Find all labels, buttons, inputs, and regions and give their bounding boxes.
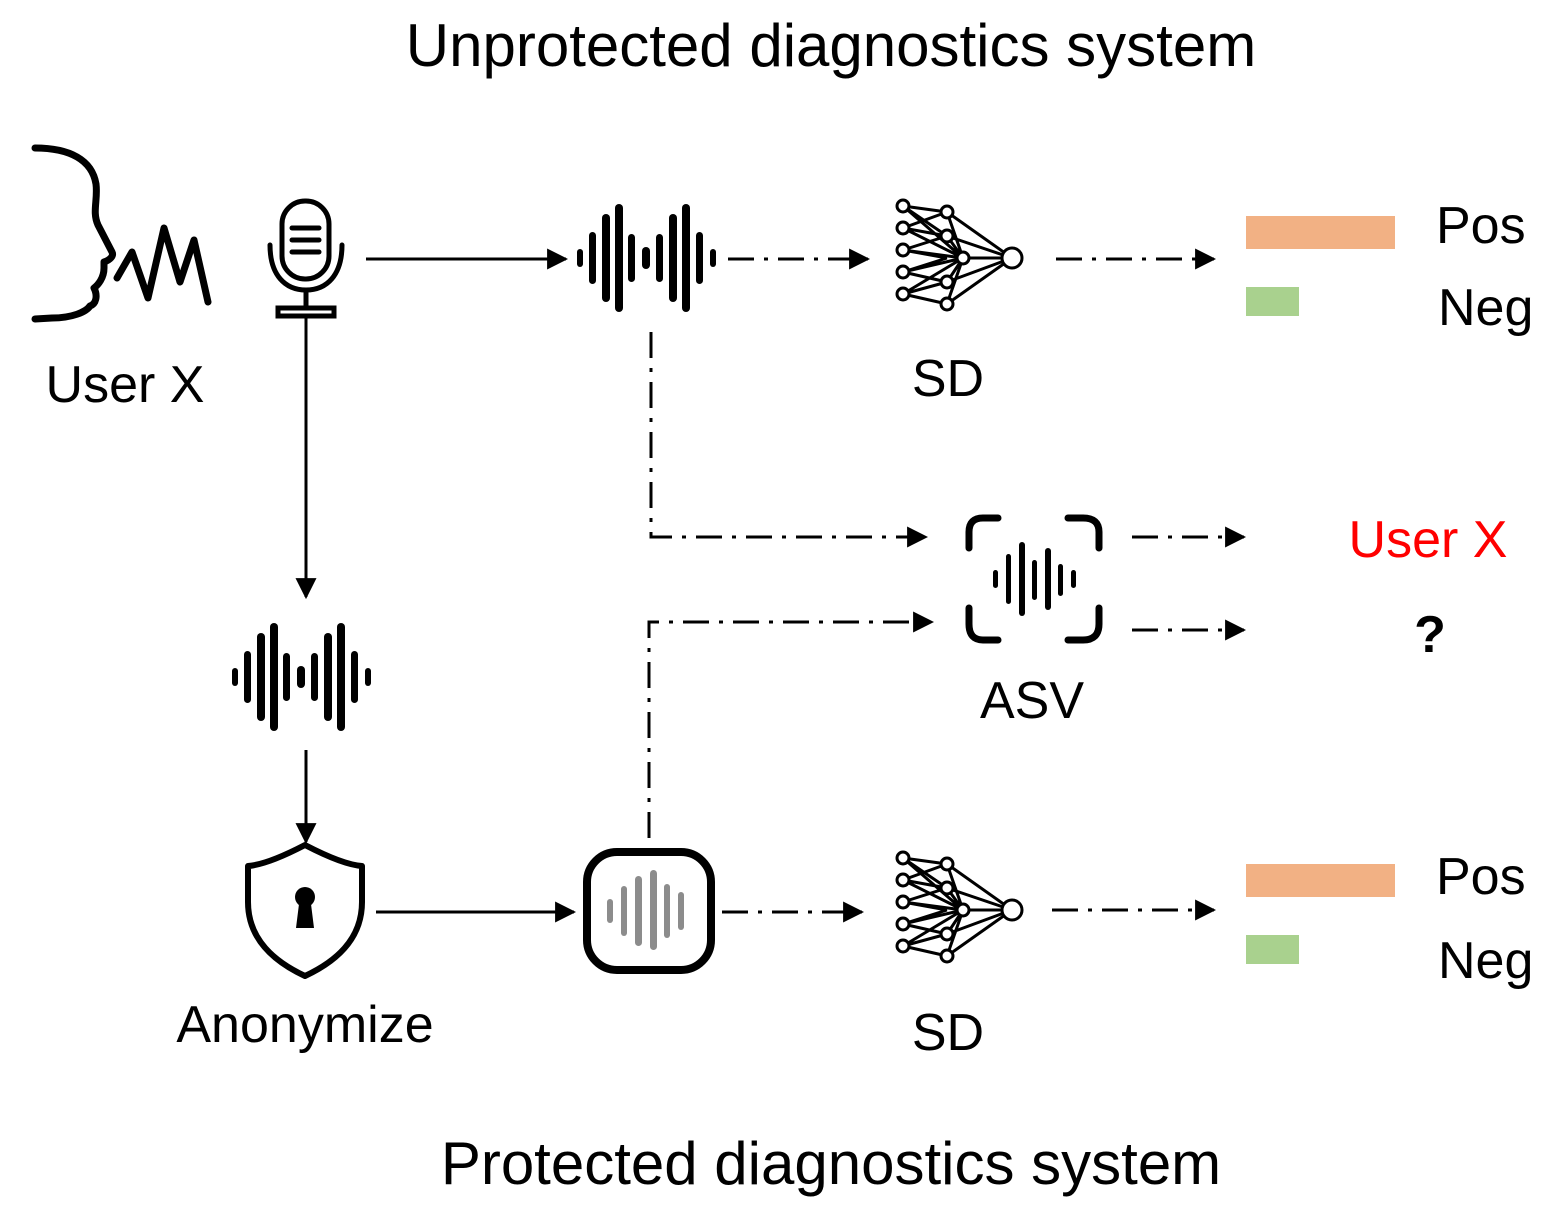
unknown-user-label: ? (1414, 606, 1446, 664)
neural-network-top-icon (895, 198, 1024, 312)
speaking-head-icon (31, 144, 212, 323)
voice-scan-icon (965, 514, 1103, 644)
neural-network-bottom-icon (895, 850, 1024, 964)
neg-bar-bottom (1246, 935, 1299, 964)
user-x-label: User X (46, 356, 205, 414)
microphone-icon (267, 198, 345, 319)
shield-lock-icon (245, 842, 365, 979)
bottom-title: Protected diagnostics system (441, 1130, 1221, 1197)
anonymized-waveform-icon (583, 848, 715, 974)
pos-bar-top (1246, 216, 1395, 249)
pos-label-bottom: Pos (1436, 848, 1526, 906)
neg-bar-top (1246, 287, 1299, 316)
sd-bottom-label: SD (912, 1004, 984, 1062)
sd-top-label: SD (912, 350, 984, 408)
waveform-top-icon (577, 204, 716, 312)
arrow-wave-to-asv (649, 332, 929, 548)
asv-label: ASV (980, 672, 1084, 730)
pos-label-top: Pos (1436, 197, 1526, 255)
neg-label-bottom: Neg (1438, 932, 1533, 990)
anonymize-label: Anonymize (176, 996, 433, 1054)
top-title: Unprotected diagnostics system (406, 12, 1256, 79)
arrow-anon-to-asv (647, 611, 935, 838)
identified-user-label: User X (1349, 511, 1508, 569)
neg-label-top: Neg (1438, 279, 1533, 337)
waveform-raw-icon (232, 623, 371, 731)
pos-bar-bottom (1246, 864, 1395, 897)
